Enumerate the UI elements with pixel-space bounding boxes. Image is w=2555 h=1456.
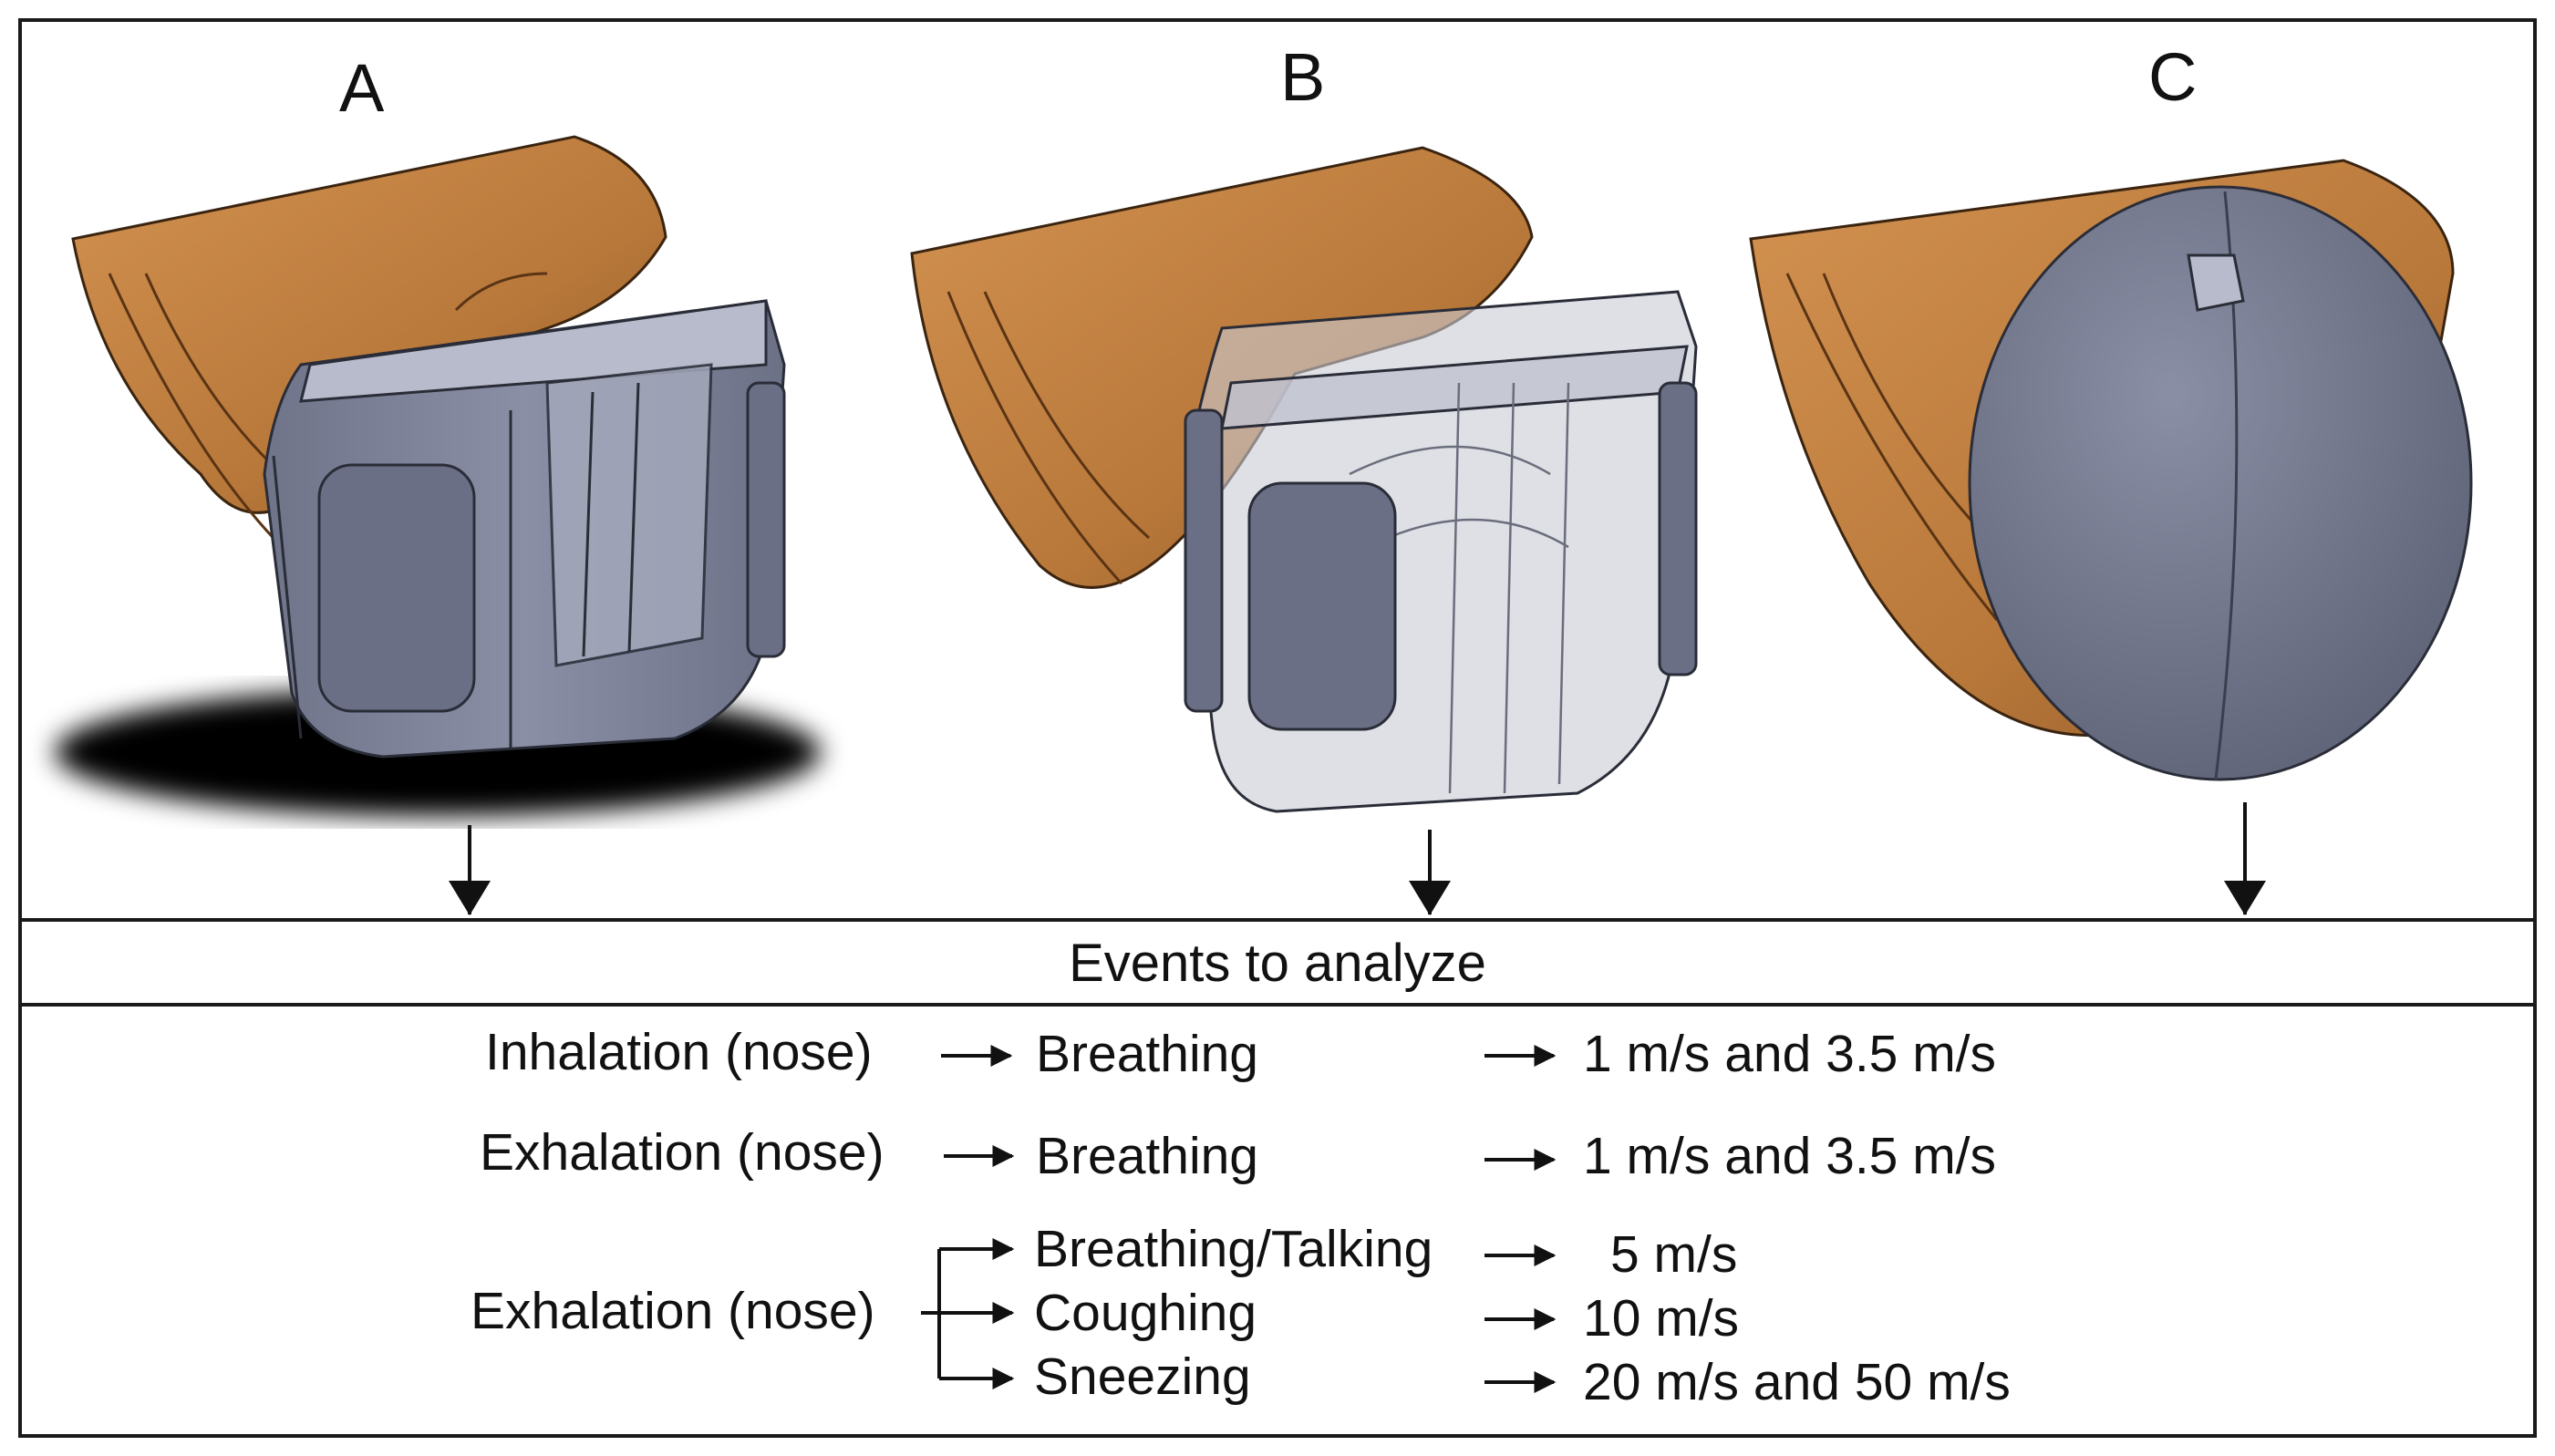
events-band-label: Events to analyze <box>1069 934 1486 993</box>
group-speed-2: 10 m/s <box>1583 1289 1740 1348</box>
panel-c-label: C <box>2148 39 2198 115</box>
panel-c-mask <box>1968 185 2473 781</box>
panel-b-model <box>910 146 1698 813</box>
group-event-2: Coughing <box>1034 1284 1257 1342</box>
panel-a-model <box>55 135 821 816</box>
row1-source: Inhalation (nose) <box>485 1023 873 1081</box>
group-event-1: Breathing/Talking <box>1034 1220 1433 1278</box>
event-arrows <box>921 1045 1557 1393</box>
row1-event: Breathing <box>1036 1025 1259 1083</box>
panel-c-model <box>1749 159 2473 781</box>
panel-b-valve <box>1247 481 1397 731</box>
row2-speed: 1 m/s and 3.5 m/s <box>1583 1127 1997 1185</box>
group-source: Exhalation (nose) <box>471 1282 875 1340</box>
group-speed-3: 20 m/s and 50 m/s <box>1583 1353 2011 1411</box>
panel-a-label: A <box>339 50 385 126</box>
band-divider-top <box>22 918 2533 922</box>
row2-source: Exhalation (nose) <box>480 1123 884 1182</box>
band-divider-bottom <box>22 1003 2533 1007</box>
panel-a-valve <box>317 463 476 713</box>
group-event-3: Sneezing <box>1034 1348 1251 1406</box>
panel-b-label: B <box>1280 39 1326 115</box>
row1-speed: 1 m/s and 3.5 m/s <box>1583 1025 1997 1083</box>
row2-event: Breathing <box>1036 1127 1259 1185</box>
group-speed-1: 5 m/s <box>1610 1225 1738 1284</box>
